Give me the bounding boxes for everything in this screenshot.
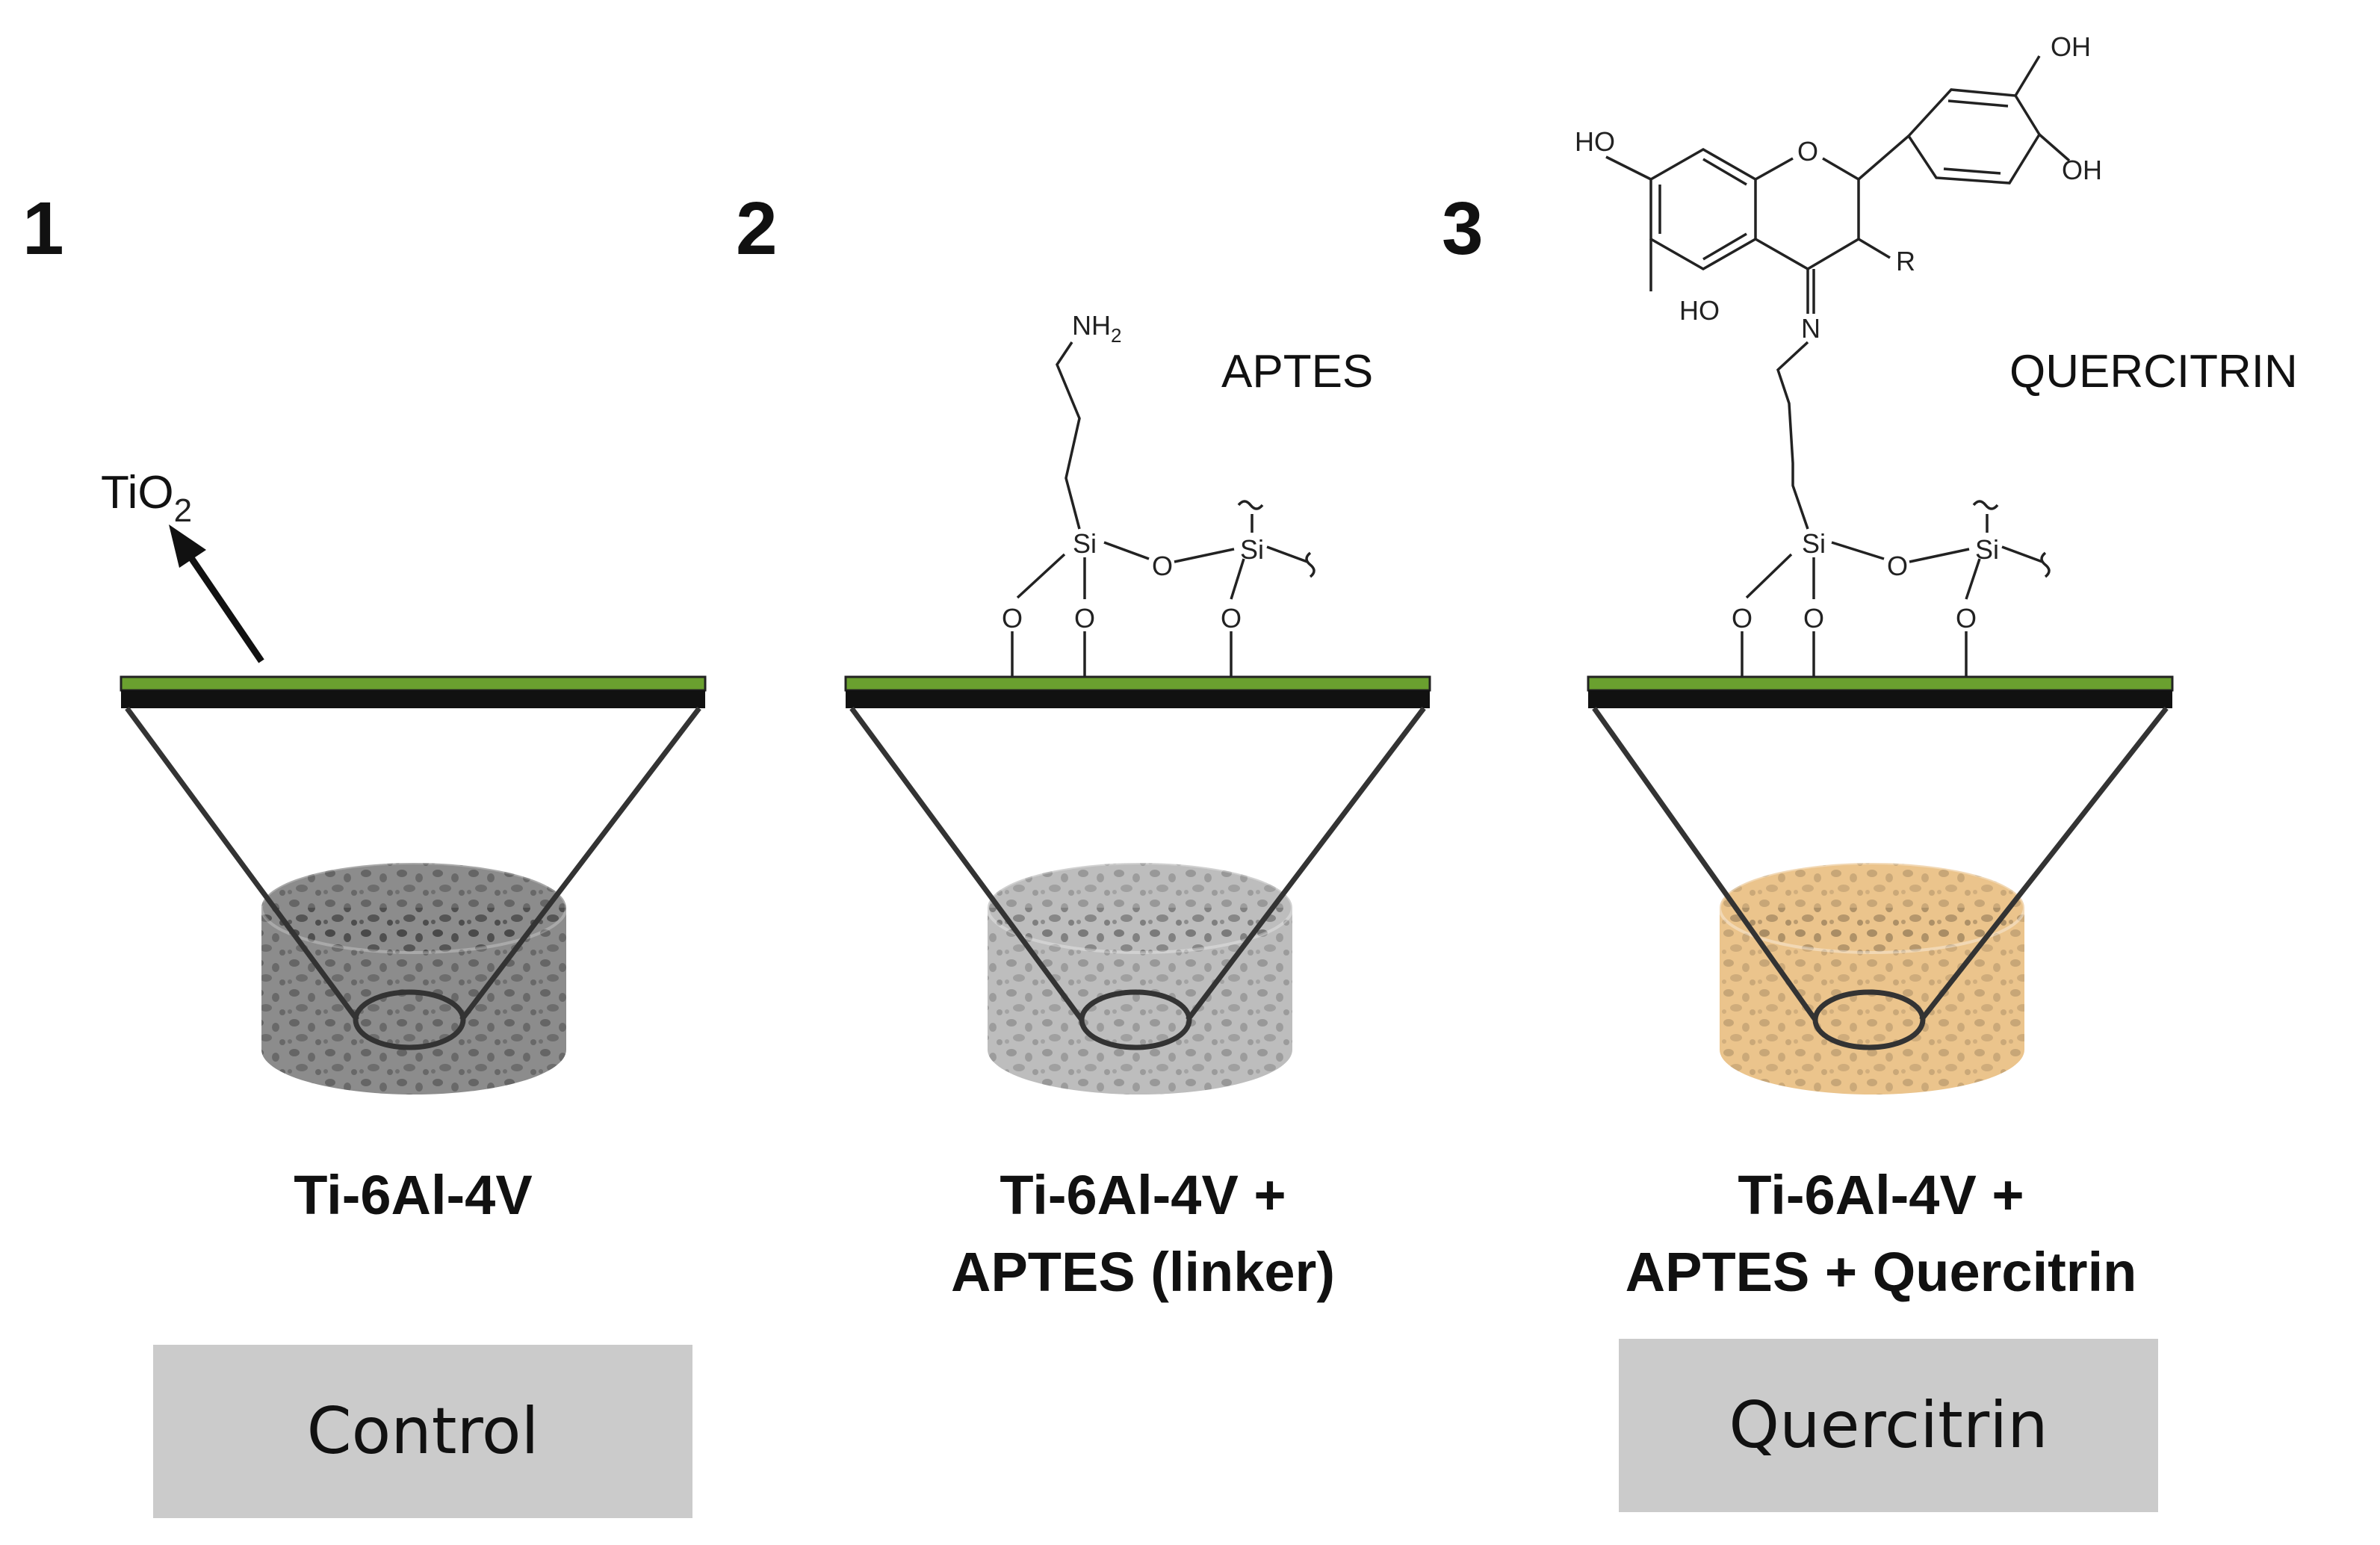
hydroxyl-group: HO: [1575, 126, 1615, 157]
panel-2: APTES NH2 Si Si O O O O: [844, 310, 1431, 1303]
caption-1-line-1: Ti-6Al-4V: [294, 1164, 532, 1226]
panel-3: QUERCITRIN: [1575, 31, 2298, 1303]
oxygen-atom: O: [1002, 603, 1023, 634]
panel-number-3: 3: [1442, 187, 1484, 270]
porous-scaffold: [986, 861, 1294, 1094]
zoom-lines: [125, 706, 701, 1050]
surface-bar: [120, 675, 707, 708]
panel-number-2: 2: [736, 187, 778, 270]
zoom-lines: [849, 706, 1426, 1050]
oxygen-atom: O: [1152, 551, 1173, 581]
oxygen-atom: O: [1074, 603, 1095, 634]
caption-2-line-1: Ti-6Al-4V +: [1000, 1164, 1286, 1226]
oxygen-atom: O: [1887, 551, 1908, 581]
caption-3-line-2: APTES + Quercitrin: [1626, 1241, 2137, 1303]
hydroxyl-group: OH: [2051, 31, 2091, 62]
molecule-title-aptes: APTES: [1221, 346, 1373, 397]
molecule-title-quercitrin: QUERCITRIN: [2009, 346, 2298, 397]
oxygen-atom: O: [1803, 603, 1824, 634]
surface-bar: [844, 675, 1431, 708]
caption-3-line-1: Ti-6Al-4V +: [1738, 1164, 2024, 1226]
zoom-lines: [1592, 706, 2169, 1050]
silicon-atom: Si: [1240, 534, 1264, 565]
aptes-structure: [1011, 341, 1315, 677]
oxide-layer-label: TiO2: [101, 467, 192, 529]
silicon-atom: Si: [1975, 534, 1999, 565]
hydroxyl-group: OH: [2062, 155, 2102, 185]
panel-1: TiO2 Ti-6Al-4V: [101, 467, 707, 1226]
caption-2-line-2: APTES (linker): [951, 1241, 1335, 1303]
panel-number-1: 1: [22, 187, 64, 270]
amine-group: NH2: [1072, 310, 1121, 347]
oxygen-atom: O: [1221, 603, 1242, 634]
r-substituent: R: [1896, 246, 1915, 276]
ring-oxygen: O: [1797, 136, 1818, 167]
quercitrin-structure: [1605, 55, 2071, 677]
porous-scaffold: [1718, 861, 2026, 1094]
imine-nitrogen: N: [1801, 313, 1820, 344]
oxide-layer-arrow: [169, 524, 264, 663]
oxygen-atom: O: [1732, 603, 1753, 634]
oxygen-atom: O: [1956, 603, 1977, 634]
hydroxyl-group: HO: [1679, 295, 1720, 326]
surface-bar: [1587, 675, 2174, 708]
silicon-atom: Si: [1802, 528, 1826, 559]
silicon-atom: Si: [1073, 528, 1097, 559]
group-label-quercitrin: Quercitrin: [1619, 1339, 2158, 1512]
group-label-control: Control: [153, 1345, 692, 1518]
porous-scaffold: [260, 861, 568, 1094]
